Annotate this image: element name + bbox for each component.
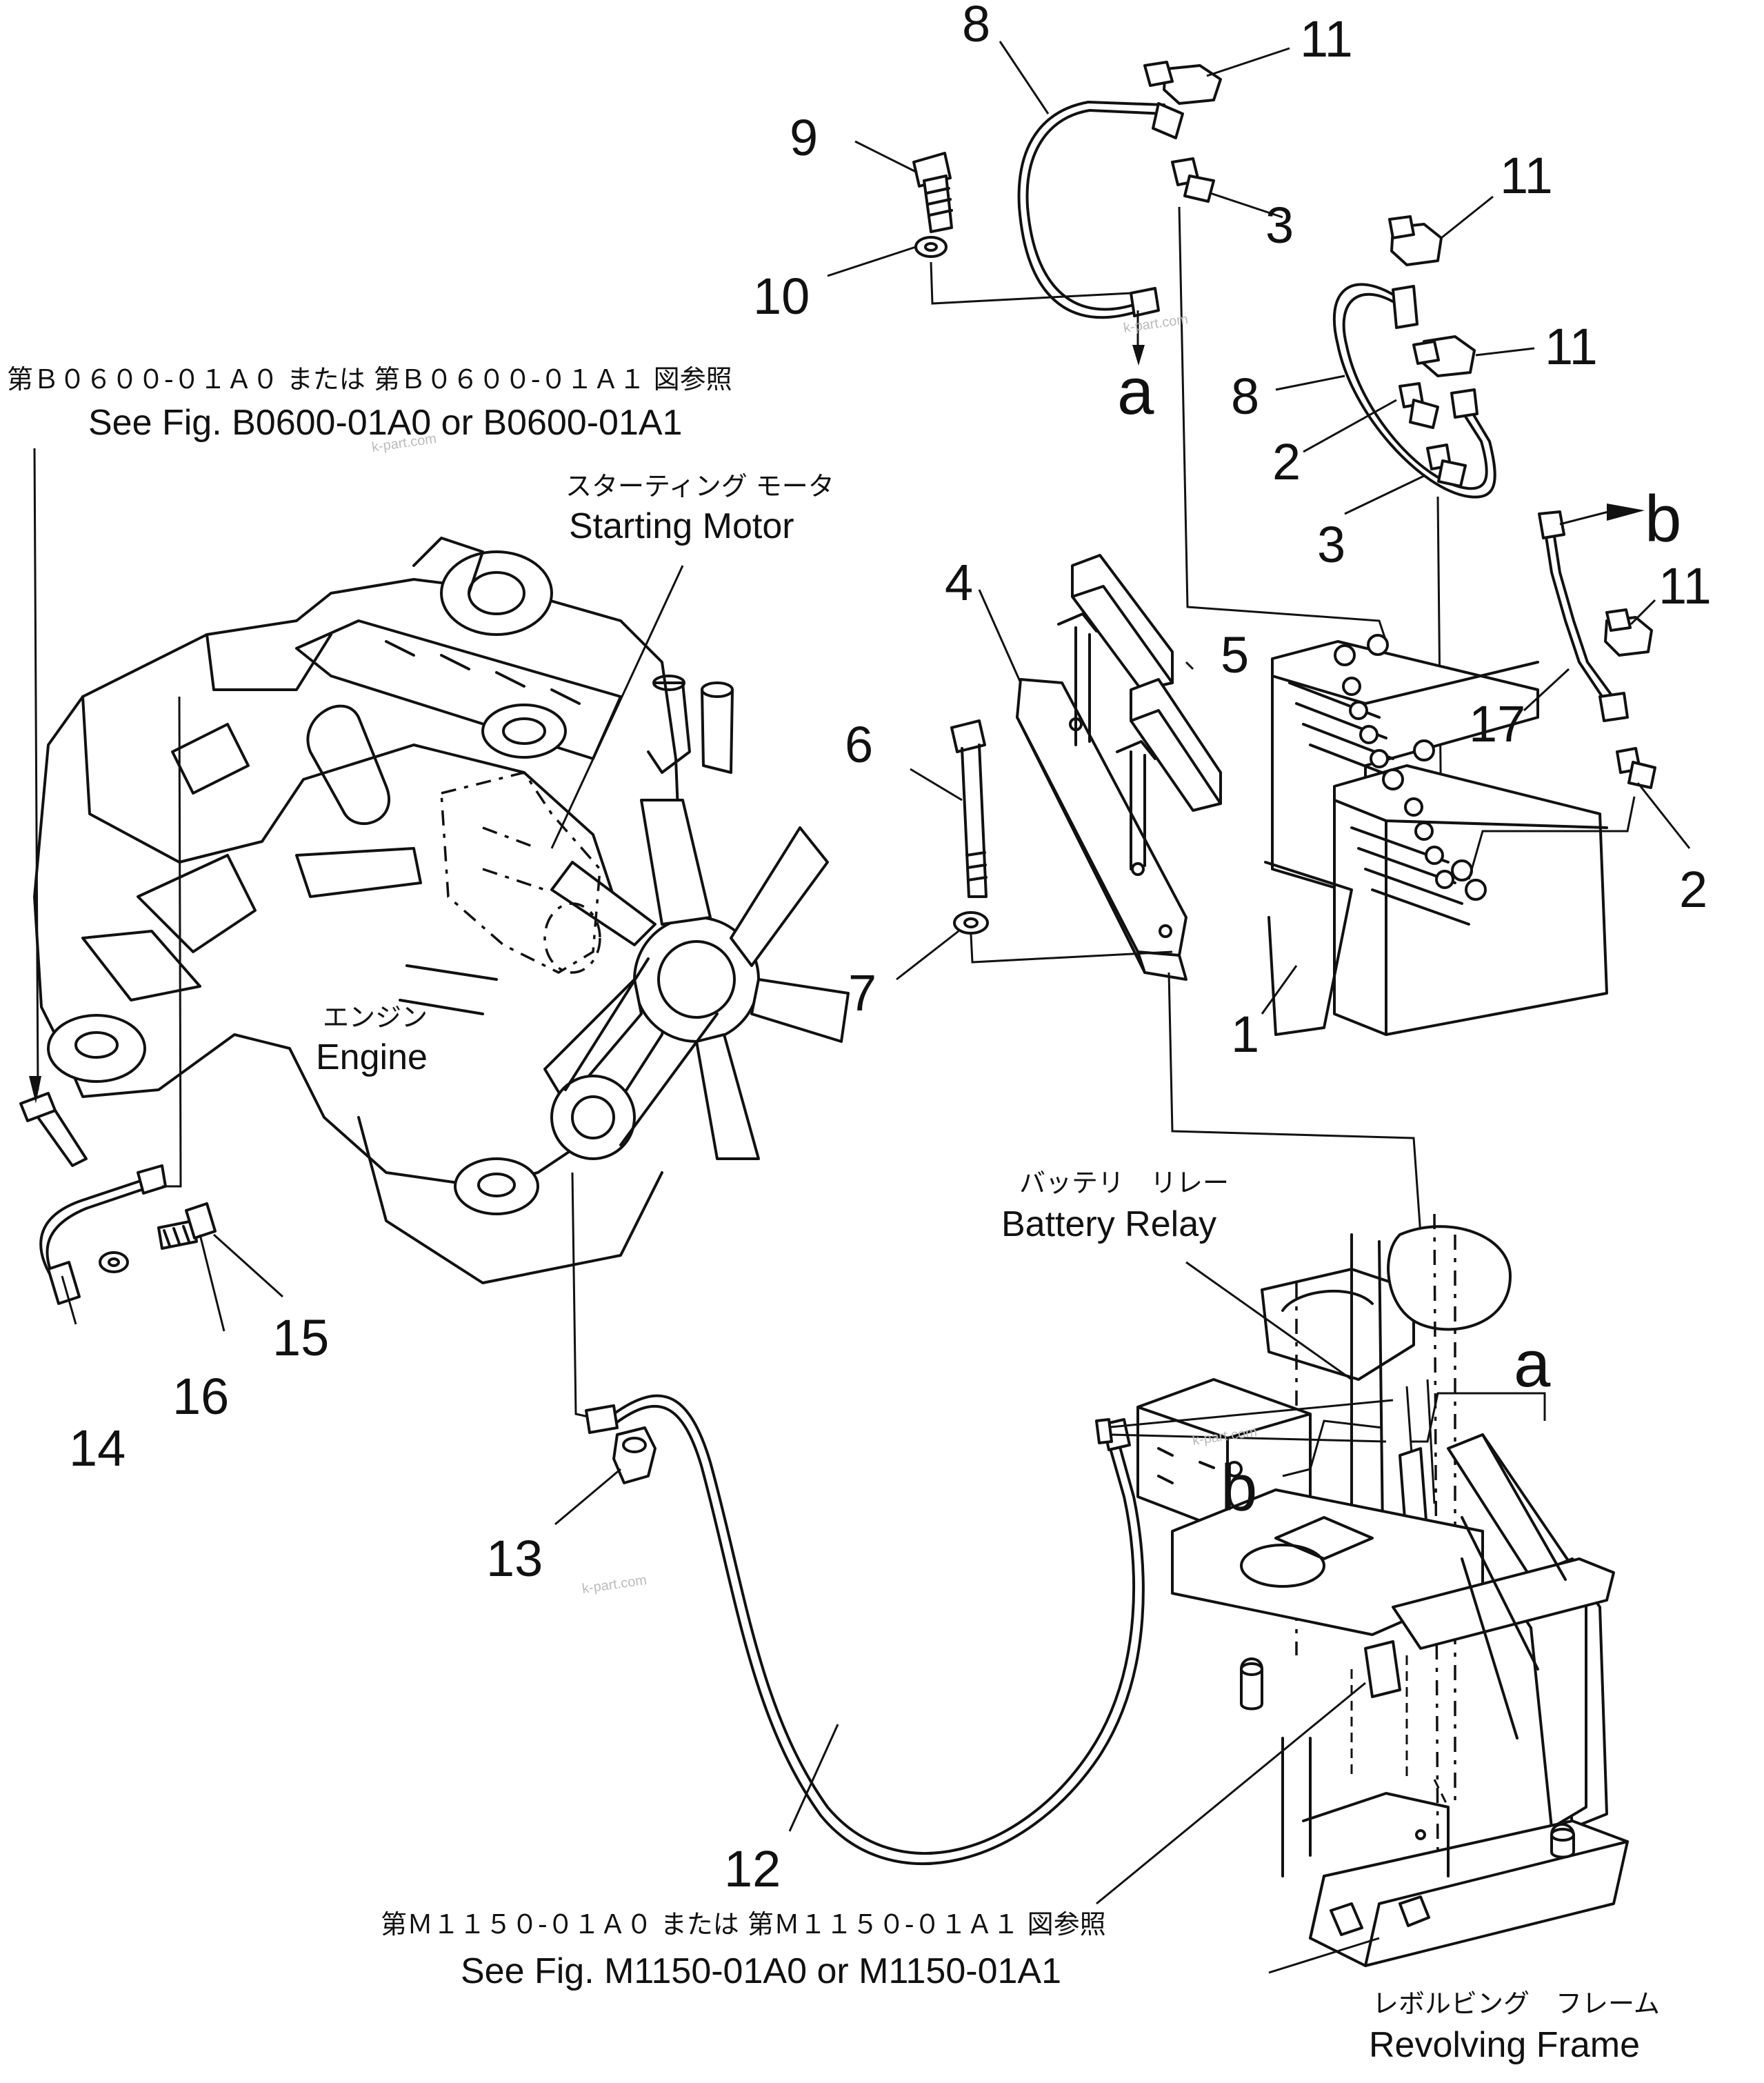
callout-7: 7 — [848, 964, 876, 1021]
callout-13: 13 — [486, 1530, 543, 1587]
watermark: k-part.com — [581, 1573, 648, 1597]
battery-bracket-parts — [950, 554, 1422, 1235]
connector-b: b — [1221, 1451, 1257, 1525]
callout-6: 6 — [845, 716, 873, 773]
callout-3: 3 — [1265, 197, 1294, 254]
callout-15: 15 — [272, 1309, 329, 1366]
callout-11: 11 — [1300, 10, 1353, 68]
revolving-frame-label: Revolving Frame — [1369, 2025, 1640, 2065]
top-reference-en: See Fig. B0600-01A0 or B0600-01A1 — [88, 403, 682, 443]
engine-label-jp: エンジン — [323, 1002, 428, 1033]
revolving-frame-label-jp: レボルビング フレーム — [1372, 1989, 1660, 2019]
callout-14: 14 — [69, 1419, 126, 1477]
connector-a: a — [1514, 1327, 1551, 1401]
callout-11: 11 — [1500, 147, 1553, 204]
callout-17: 17 — [1469, 695, 1525, 753]
callout-4: 4 — [945, 554, 973, 611]
callout-16: 16 — [172, 1368, 229, 1425]
bottom-reference-en: See Fig. M1150-01A0 or M1150-01A1 — [461, 1951, 1061, 1991]
starting-motor-label: Starting Motor — [569, 506, 794, 546]
bottom-reference-jp: 第Ｍ１１５０-０１Ａ０ または 第Ｍ１１５０-０１Ａ１ 図参照 — [381, 1909, 1106, 1940]
top-reference-jp: 第Ｂ０６００-０１Ａ０ または 第Ｂ０６００-０１Ａ１ 図参照 — [7, 364, 732, 395]
battery-pair — [1264, 634, 1636, 1036]
callout-1: 1 — [1231, 1006, 1259, 1063]
connector-a: a — [1117, 355, 1154, 428]
starting-motor-label-jp: スターティング モータ — [565, 471, 834, 501]
engine-label: Engine — [316, 1037, 428, 1077]
callout-12: 12 — [724, 1840, 781, 1897]
callout-8: 8 — [1231, 368, 1259, 425]
callout-2: 2 — [1272, 433, 1301, 490]
callout-3: 3 — [1317, 516, 1345, 573]
engine-drawing — [33, 537, 850, 1284]
callout-5: 5 — [1221, 626, 1249, 684]
callout-2: 2 — [1679, 861, 1707, 918]
revolving-frame-drawing — [1095, 1213, 1629, 1974]
upper-cable-parts — [912, 61, 1387, 642]
battery-relay-label-jp: バッテリ リレー — [1019, 1168, 1229, 1198]
callout-10: 10 — [753, 268, 810, 325]
callout-8: 8 — [962, 0, 990, 52]
leader-lines — [61, 41, 1691, 1832]
callout-11: 11 — [1545, 318, 1598, 375]
connector-b: b — [1645, 482, 1681, 556]
callout-11: 11 — [1658, 557, 1712, 615]
callout-9: 9 — [790, 109, 818, 166]
battery-relay-label: Battery Relay — [1001, 1204, 1216, 1244]
watermark: k-part.com — [1123, 312, 1190, 336]
cable-12-assembly — [571, 1172, 1145, 1866]
cable-17-assembly — [1538, 504, 1656, 789]
